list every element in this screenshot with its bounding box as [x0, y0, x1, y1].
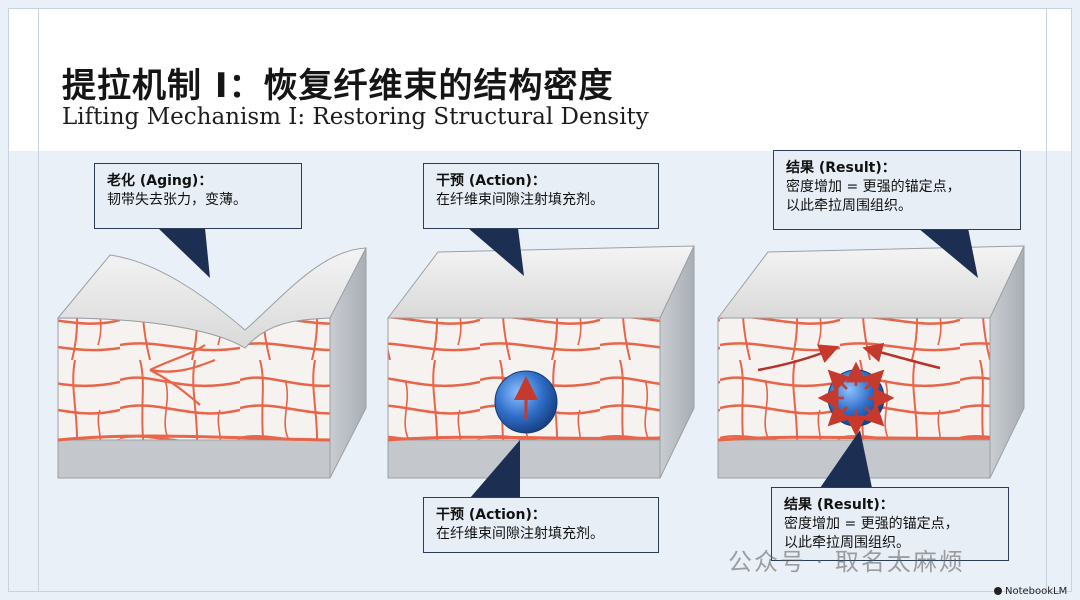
callout-aging: 老化 (Aging)： 韧带失去张力，变薄。 [94, 163, 302, 229]
page-title: 提拉机制 I：恢复纤维束的结构密度 [62, 66, 614, 106]
callout-result-bottom-heading: 结果 (Result)： [784, 497, 894, 513]
watermark-text: 公众号 · 取名太麻烦 [728, 548, 965, 576]
guide-line-left [38, 9, 39, 591]
action-bottom-pointer [470, 440, 520, 498]
radial-arrows-icon [817, 361, 895, 437]
callout-aging-heading: 老化 (Aging)： [107, 173, 213, 189]
aging-side-face [329, 247, 367, 479]
callout-action-top-heading: 干预 (Action)： [436, 173, 546, 189]
result-top-pointer [918, 228, 978, 278]
logo-icon [994, 587, 1002, 595]
aging-base-layer [57, 439, 331, 479]
callout-result-top-heading: 结果 (Result)： [786, 160, 896, 176]
page-subtitle: Lifting Mechanism I: Restoring Structura… [62, 104, 649, 130]
callout-result-top: 结果 (Result)： 密度增加 = 更强的锚定点， 以此牵拉周围组织。 [773, 150, 1021, 230]
aging-fiber-layer [57, 317, 331, 441]
pull-arrow-left-icon [757, 344, 840, 372]
result-side-face [989, 245, 1025, 479]
callout-action-top: 干预 (Action)： 在纤维束间隙注射填充剂。 [423, 163, 659, 229]
callout-result-bottom-text-2: 以此牵拉周围组织。 [784, 535, 910, 551]
callout-action-bottom-text: 在纤维束间隙注射填充剂。 [436, 526, 604, 542]
callout-result-top-text-2: 以此牵拉周围组织。 [786, 198, 912, 214]
callout-action-top-text: 在纤维束间隙注射填充剂。 [436, 192, 604, 208]
callout-result-bottom-text-1: 密度增加 = 更强的锚定点， [784, 516, 959, 532]
result-bottom-pointer [820, 430, 872, 488]
block-action [386, 245, 695, 479]
action-top-pointer [468, 228, 524, 276]
logo-text: NotebookLM [1005, 586, 1068, 597]
block-aging [56, 247, 367, 479]
action-skin-top [386, 245, 695, 319]
callout-result-top-text-1: 密度增加 = 更强的锚定点， [786, 179, 961, 195]
result-skin-top [716, 245, 1025, 319]
block-result [716, 245, 1025, 479]
notebooklm-logo: NotebookLM [994, 586, 1067, 597]
callout-action-bottom-heading: 干预 (Action)： [436, 507, 546, 523]
action-base-layer [387, 439, 661, 479]
title-band [9, 9, 1071, 151]
slide-border [8, 8, 1072, 592]
aging-pointer [158, 228, 210, 278]
callout-result-bottom: 结果 (Result)： 密度增加 = 更强的锚定点， 以此牵拉周围组织。 [771, 487, 1009, 561]
callout-aging-text: 韧带失去张力，变薄。 [107, 192, 247, 208]
callout-action-bottom: 干预 (Action)： 在纤维束间隙注射填充剂。 [423, 497, 659, 553]
pull-arrow-right-icon [862, 342, 941, 370]
guide-line-right [1046, 9, 1047, 591]
action-side-face [659, 245, 695, 479]
